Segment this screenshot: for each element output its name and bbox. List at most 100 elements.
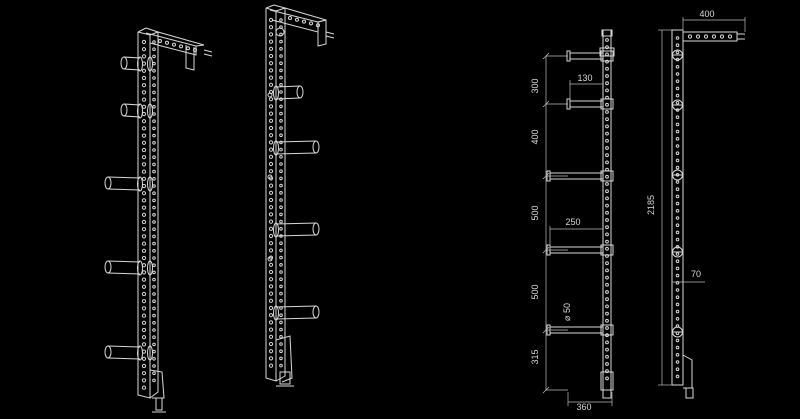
upright-hole [141, 248, 147, 253]
upright-hole [152, 61, 156, 66]
dim-spacing-fourth: 500 [530, 284, 540, 299]
peg-collar [273, 140, 279, 156]
upright-hole [279, 313, 283, 318]
upright-hole [268, 161, 274, 167]
peg-body [275, 97, 301, 100]
dim-peg-diameter: ⌀ 50 [562, 303, 572, 321]
top-arm [682, 31, 738, 42]
upright-hole [279, 155, 283, 159]
upright-hole [605, 268, 609, 273]
peg-end [104, 176, 112, 190]
upright-hole [605, 239, 609, 244]
upright-hole [675, 317, 680, 321]
peg-collar [147, 345, 153, 361]
upright-hole [141, 147, 147, 153]
upright-hole [605, 282, 609, 287]
upright-hole [605, 210, 609, 215]
upright-hole [141, 162, 147, 167]
upright-hole [141, 54, 147, 59]
upright-hole [152, 205, 156, 210]
knob [267, 92, 273, 98]
arm-drop-plate [185, 45, 195, 71]
upright-hole [675, 216, 680, 220]
upright-hole [279, 18, 283, 22]
upright-hole [675, 209, 680, 213]
upright-hole [279, 327, 283, 332]
upright-hole [279, 75, 283, 80]
upright-hole [268, 183, 274, 188]
upright-top-edge [265, 4, 275, 9]
upright-hole [675, 115, 680, 119]
upright-hole [141, 385, 147, 390]
upright-hole [152, 191, 156, 195]
peg-body [107, 188, 141, 191]
upright-hole [675, 237, 680, 242]
upright-hole [152, 90, 156, 95]
upright-hole [152, 321, 156, 325]
upright-hole [141, 212, 147, 217]
isometric-view-front [104, 27, 213, 413]
upright-hole [268, 327, 274, 332]
knob [275, 27, 285, 37]
upright-hole [675, 72, 680, 76]
upright-hole [268, 75, 274, 80]
upright-hole [605, 153, 609, 158]
upright-hole [141, 241, 147, 246]
upright-hole [675, 180, 680, 184]
upright-hole [141, 327, 147, 333]
upright-hole [141, 219, 147, 225]
upright-hole [605, 102, 609, 107]
upright-hole [605, 340, 609, 345]
upright-hole [152, 349, 156, 354]
peg-collar [600, 244, 614, 256]
peg-collar [137, 103, 143, 119]
upright-hole [152, 227, 156, 231]
upright-hole [605, 362, 609, 366]
arm-hole [703, 34, 709, 39]
upright-hole [152, 133, 156, 138]
peg-collar [600, 98, 614, 110]
upright-top-edge [145, 27, 159, 33]
upright-hole [279, 39, 283, 44]
upright-hole [675, 43, 680, 48]
peg-end-circle [672, 326, 683, 338]
upright-hole [605, 74, 609, 78]
upright-hole [268, 219, 274, 224]
upright-hole [141, 75, 147, 81]
upright-hole [152, 54, 156, 59]
upright-hole [675, 309, 680, 314]
upright-hole [279, 320, 283, 325]
upright-hole [605, 88, 609, 93]
peg-end-circle [672, 99, 683, 111]
upright-hole [605, 160, 609, 165]
upright-hole [675, 230, 680, 235]
upright-hole [279, 47, 283, 51]
peg-collar [600, 324, 614, 336]
upright-hole [605, 203, 609, 208]
upright-hole [605, 38, 609, 42]
peg [569, 52, 604, 60]
upright-hole [675, 65, 680, 69]
arm-drop-plate [317, 19, 327, 47]
foot-bolt [155, 397, 163, 411]
upright-hole [152, 97, 156, 102]
upright-hole [605, 304, 609, 309]
upright-hole [152, 119, 156, 123]
dim-peg-length: 250 [565, 217, 580, 227]
peg-body [123, 103, 141, 106]
peg-end [296, 85, 304, 99]
upright-hole [141, 90, 147, 95]
upright-hole [141, 169, 147, 174]
upright-hole [268, 363, 274, 368]
upright-hole [268, 169, 274, 174]
upright-hole [279, 291, 283, 296]
upright-hole [675, 273, 680, 278]
arm-hole [165, 40, 169, 45]
upright-hole [141, 299, 147, 304]
upright-hole [675, 93, 680, 98]
upright-hole [268, 248, 274, 253]
peg-end-circle [672, 49, 683, 61]
upright-hole [605, 131, 609, 136]
upright-hole [141, 198, 147, 203]
upright-hole [268, 241, 274, 246]
